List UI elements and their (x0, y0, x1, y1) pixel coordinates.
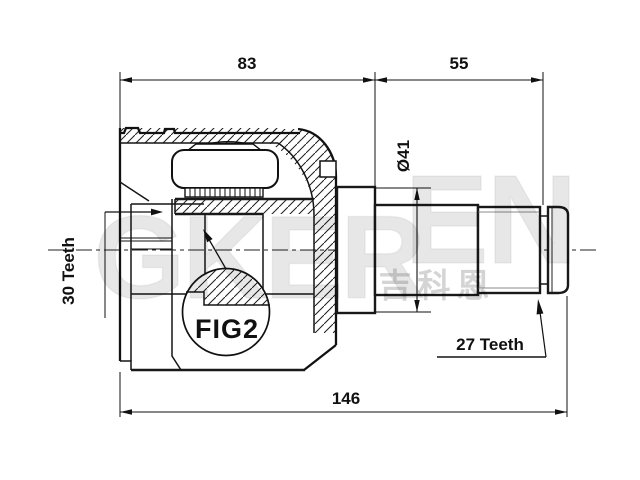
dim55-value: 55 (450, 54, 469, 73)
dim41-value: Ø41 (394, 140, 413, 172)
housing-chamfer-edge (303, 344, 337, 371)
watermark: GKER EN 吉科恩 (93, 148, 578, 325)
dimension-41: Ø41 (375, 140, 431, 313)
shaft-spline-section (476, 205, 542, 295)
watermark-latin-a: GKER (94, 192, 424, 324)
detail-step-outline (186, 291, 270, 306)
housing-wall-hatch (264, 129, 336, 333)
dimension-146: 146 (119, 296, 568, 417)
dimension-83: 83 (119, 54, 376, 204)
detail-leader-arrow (203, 229, 213, 243)
watermark-latin-b: EN (404, 149, 575, 290)
housing-left-foot (120, 360, 132, 370)
inner-race-capsule (171, 149, 279, 189)
inner-race-assembly (171, 141, 314, 216)
dim41-extension-lines (375, 187, 431, 313)
label-27-teeth: 27 Teeth (437, 299, 547, 358)
teeth27-arrow (536, 299, 544, 315)
mouth-step-lines (120, 237, 172, 250)
housing-top-hatch (120, 128, 282, 143)
dim83-extension-lines (119, 72, 376, 204)
housing-top-edge (120, 126, 300, 135)
spline-edge-lines (478, 211, 540, 289)
shaft-mid-section (373, 203, 480, 297)
housing-boss (319, 160, 337, 178)
teeth30-arrow (151, 208, 163, 216)
teeth27-value: 27 Teeth (456, 335, 524, 354)
dim146-value: 146 (332, 389, 360, 408)
teeth30-value: 30 Teeth (59, 237, 78, 305)
mouth-bevel-line (119, 181, 150, 202)
race-section-hatch (175, 199, 314, 214)
watermark-cjk: 吉科恩 (379, 267, 496, 304)
race-cap-arc (206, 141, 250, 145)
dim83-value: 83 (238, 54, 257, 73)
shaft-step-d41 (335, 185, 377, 315)
label-30-teeth: 30 Teeth (59, 208, 163, 318)
detail-leader-line (206, 235, 227, 270)
fig2-label: FIG2 (195, 314, 259, 344)
dimension-55: 55 (375, 54, 544, 205)
spline-comb (184, 187, 264, 198)
dim146-extension-lines (119, 296, 568, 417)
output-shaft (335, 185, 570, 315)
shaft-end-cap (546, 205, 570, 295)
mouth-inner-wall (171, 199, 182, 371)
